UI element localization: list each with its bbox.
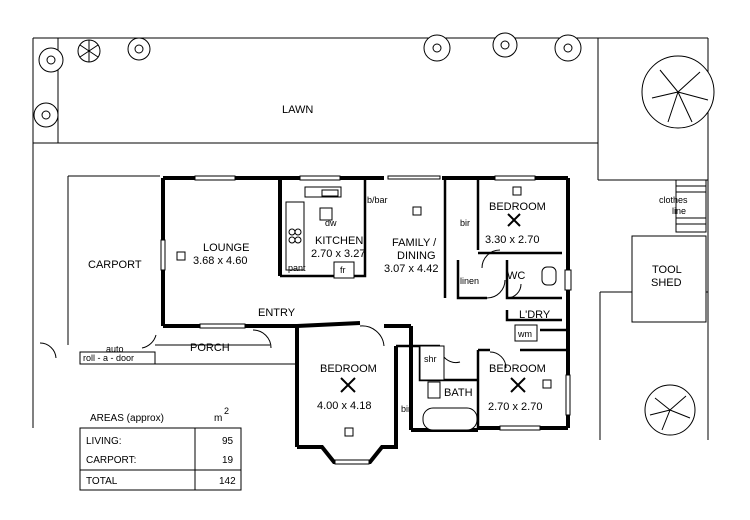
bath-label: BATH	[444, 387, 473, 399]
bedroom2-size: 4.00 x 4.18	[317, 400, 371, 412]
shr-label: shr	[424, 354, 437, 364]
clothes-line	[675, 179, 707, 233]
lounge-name: LOUNGE	[203, 242, 249, 254]
porch-label: PORCH	[190, 342, 230, 354]
light-markers	[176, 186, 552, 437]
tree-icons	[33, 32, 582, 128]
ldry-label: L'DRY	[519, 309, 551, 321]
clothes-line-label-1: clothes	[659, 195, 688, 205]
areas-title: AREAS (approx)	[90, 413, 164, 424]
wm-label: wm	[517, 329, 532, 339]
auto-door-label-1: auto	[106, 344, 124, 354]
pant-label: pant	[288, 263, 306, 273]
bir2-label: bir	[401, 404, 411, 414]
dw-label: dw	[325, 218, 337, 228]
fixtures	[285, 186, 557, 431]
porch-structure	[79, 344, 297, 365]
areas-table-grid	[79, 427, 242, 491]
tool-shed-label-2: SHED	[651, 277, 682, 289]
family-name-1: FAMILY /	[392, 237, 437, 249]
auto-door-label-2: roll - a - door	[83, 353, 134, 363]
bedroom3-size: 2.70 x 2.70	[488, 401, 542, 413]
bedroom2-name: BEDROOM	[320, 363, 377, 375]
family-name-2: DINING	[397, 250, 436, 262]
bbar-label: b/bar	[367, 195, 388, 205]
large-tree-icons	[641, 55, 715, 436]
entry-label: ENTRY	[258, 307, 296, 319]
fr-label: fr	[340, 265, 346, 275]
lounge-size: 3.68 x 4.60	[193, 255, 247, 267]
areas-row-label-2: TOTAL	[86, 476, 118, 487]
lawn-label: LAWN	[282, 104, 313, 116]
tool-shed	[631, 235, 707, 323]
tool-shed-label-1: TOOL	[652, 264, 682, 276]
areas-row-label-0: LIVING:	[86, 436, 122, 447]
areas-unit-sup: 2	[224, 406, 229, 416]
kitchen-name: KITCHEN	[315, 235, 363, 247]
carport-outline	[67, 175, 160, 345]
bedroom1-size: 3.30 x 2.70	[485, 234, 539, 246]
ceiling-fan-icons	[340, 213, 526, 393]
clothes-line-label-2: line	[672, 206, 686, 216]
carport-label: CARPORT	[88, 259, 142, 271]
areas-row-value-0: 95	[222, 436, 234, 447]
areas-unit: m	[214, 413, 222, 424]
family-size: 3.07 x 4.42	[384, 263, 438, 275]
linen-label: linen	[460, 276, 479, 286]
bedroom3-name: BEDROOM	[489, 363, 546, 375]
bir1-label: bir	[460, 218, 470, 228]
areas-row-value-2: 142	[219, 476, 236, 487]
site-boundary	[32, 37, 709, 440]
door-swings	[39, 249, 522, 369]
window-markers	[160, 175, 572, 465]
areas-row-label-1: CARPORT:	[86, 455, 136, 466]
bedroom1-name: BEDROOM	[489, 201, 546, 213]
areas-row-value-1: 19	[222, 455, 234, 466]
interior-walls	[280, 178, 568, 428]
kitchen-size: 2.70 x 3.27	[311, 248, 365, 260]
wc-label: WC	[507, 270, 525, 282]
